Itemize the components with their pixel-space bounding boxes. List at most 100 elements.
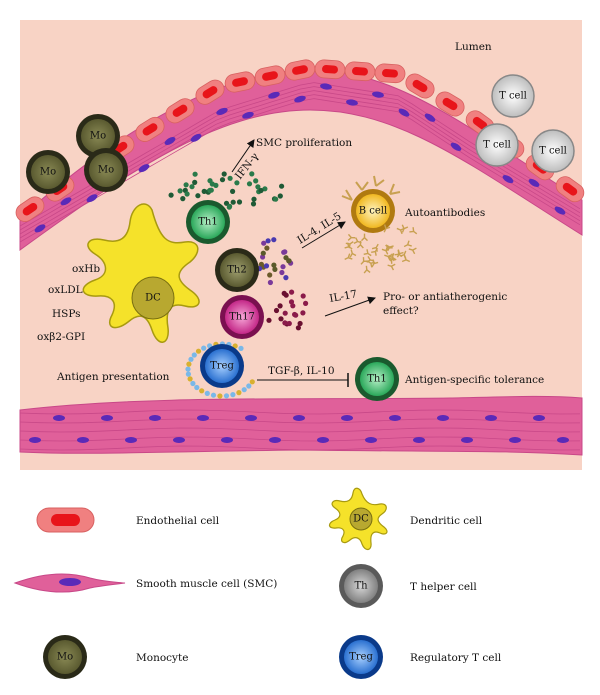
smc-nucleus <box>502 175 514 184</box>
cytokine-dot <box>234 180 240 186</box>
antigen-label: oxLDL <box>48 284 83 296</box>
endothelial-nucleus <box>352 67 368 76</box>
cytokine-dot <box>278 316 284 322</box>
cytokine-dot <box>253 178 259 184</box>
antigen-label: HSPs <box>52 308 81 320</box>
pro-anti-label-2: effect? <box>383 305 419 317</box>
cytokine-dot <box>209 181 215 187</box>
cytokine-dot <box>223 393 230 399</box>
smc-nucleus <box>29 437 41 443</box>
cytokine-dot <box>195 348 202 354</box>
smc-nucleus <box>173 437 185 443</box>
endothelial-nucleus <box>382 69 398 78</box>
smc-nucleus <box>125 437 137 443</box>
tolerance-label: Antigen-specific tolerance <box>404 374 544 386</box>
endothelial-cell <box>135 116 165 142</box>
antigen-label: oxHb <box>72 263 100 275</box>
cytokine-dot <box>279 183 285 189</box>
cytokine-dot <box>195 193 201 199</box>
antibody <box>345 241 354 249</box>
cytokine-dot <box>246 181 253 187</box>
legend-endothelial-icon <box>36 507 95 533</box>
smc-nucleus <box>389 415 401 421</box>
smc-nucleus <box>269 437 281 443</box>
tgf-il10-label: TGF-β, IL-10 <box>268 365 335 377</box>
antibody <box>383 224 391 233</box>
smc-nucleus <box>293 415 305 421</box>
smc-nucleus <box>164 137 176 145</box>
smc-nucleus <box>341 415 353 421</box>
antibody <box>363 265 371 274</box>
antibodies <box>344 224 418 274</box>
cytokine-dot <box>265 238 271 244</box>
th1-label: Th1 <box>198 217 217 228</box>
smc-nucleus <box>216 107 228 115</box>
lower-smc-nuclei <box>29 415 569 443</box>
t-cell-label: T cell <box>539 146 567 157</box>
antibody <box>385 244 394 252</box>
cytokine-dot <box>293 312 299 318</box>
legend-monocyte-label: Monocyte <box>136 652 188 664</box>
smc-nucleus <box>190 133 202 142</box>
endothelial-nucleus <box>562 182 578 196</box>
endothelial-cell <box>254 65 286 87</box>
cytokine-dot <box>258 187 264 194</box>
smc-nucleus <box>557 437 569 443</box>
antibody <box>401 224 409 233</box>
smc-nucleus <box>197 415 209 421</box>
cytokine-dot <box>282 320 288 326</box>
endothelial-nucleus <box>22 202 38 216</box>
smc-proliferation-label: SMC proliferation <box>256 137 352 149</box>
cytokine-dot <box>189 184 195 190</box>
cytokine-dot <box>261 240 267 246</box>
endothelial-nucleus <box>442 97 458 111</box>
legend-treg-label: Regulatory T cell <box>410 652 502 664</box>
smc-nucleus <box>138 164 150 173</box>
endothelial-cell <box>165 98 195 124</box>
monocyte-label: Mo <box>40 167 56 178</box>
cytokine-dot <box>249 171 255 177</box>
cytokine-dot <box>192 171 198 177</box>
cytokine-dot <box>185 371 191 377</box>
il17-label: IL-17 <box>328 288 358 305</box>
cytokine-dot <box>210 392 217 398</box>
smc-nucleus <box>554 206 566 215</box>
pro-anti-label-1: Pro- or antiatherogenic <box>383 291 507 303</box>
antibody <box>349 249 357 258</box>
smc-nucleus <box>533 415 545 421</box>
cytokine-dot <box>201 188 207 194</box>
legend-th-icon: Th <box>339 564 383 608</box>
dendritic-cell: DC <box>82 203 200 343</box>
endothelial-cell <box>15 196 45 222</box>
legend-treg-icon-label: Treg <box>349 652 373 663</box>
legend-dendritic-icon: DC <box>328 487 388 551</box>
smc-nucleus <box>413 437 425 443</box>
cytokine-dot <box>271 237 277 243</box>
cytokine-dot <box>246 383 252 389</box>
endothelial-nucleus <box>202 86 218 99</box>
monocyte-label: Mo <box>90 131 106 142</box>
cytokine-dot <box>188 356 194 362</box>
t-cell-label: T cell <box>483 140 511 151</box>
monocyte-label: Mo <box>98 165 114 176</box>
treg-cell: Treg <box>200 344 244 388</box>
cytokine-dot <box>180 196 186 202</box>
legend-monocyte-icon-label: Mo <box>57 652 73 663</box>
cytokine-dot <box>230 188 236 194</box>
cytokine-dot <box>221 171 227 177</box>
cytokine-dot <box>283 275 289 281</box>
cytokine-dot <box>168 192 174 198</box>
endothelial-cell <box>405 73 435 99</box>
antigen-label: oxβ2-GPI <box>37 331 85 343</box>
il4-arrow <box>301 221 346 249</box>
cytokine-dot <box>227 175 233 181</box>
endothelial-cell <box>314 59 346 80</box>
legend-endothelial-label: Endothelial cell <box>136 515 220 527</box>
smc-fiber <box>19 427 581 433</box>
t-cell: T cell <box>491 74 535 118</box>
monocyte: Mo <box>26 150 70 194</box>
endothelial-nucleus <box>262 71 278 81</box>
antibody <box>387 263 396 271</box>
antigen-presentation-label: Antigen presentation <box>56 371 170 383</box>
cytokine-dot <box>183 182 189 188</box>
